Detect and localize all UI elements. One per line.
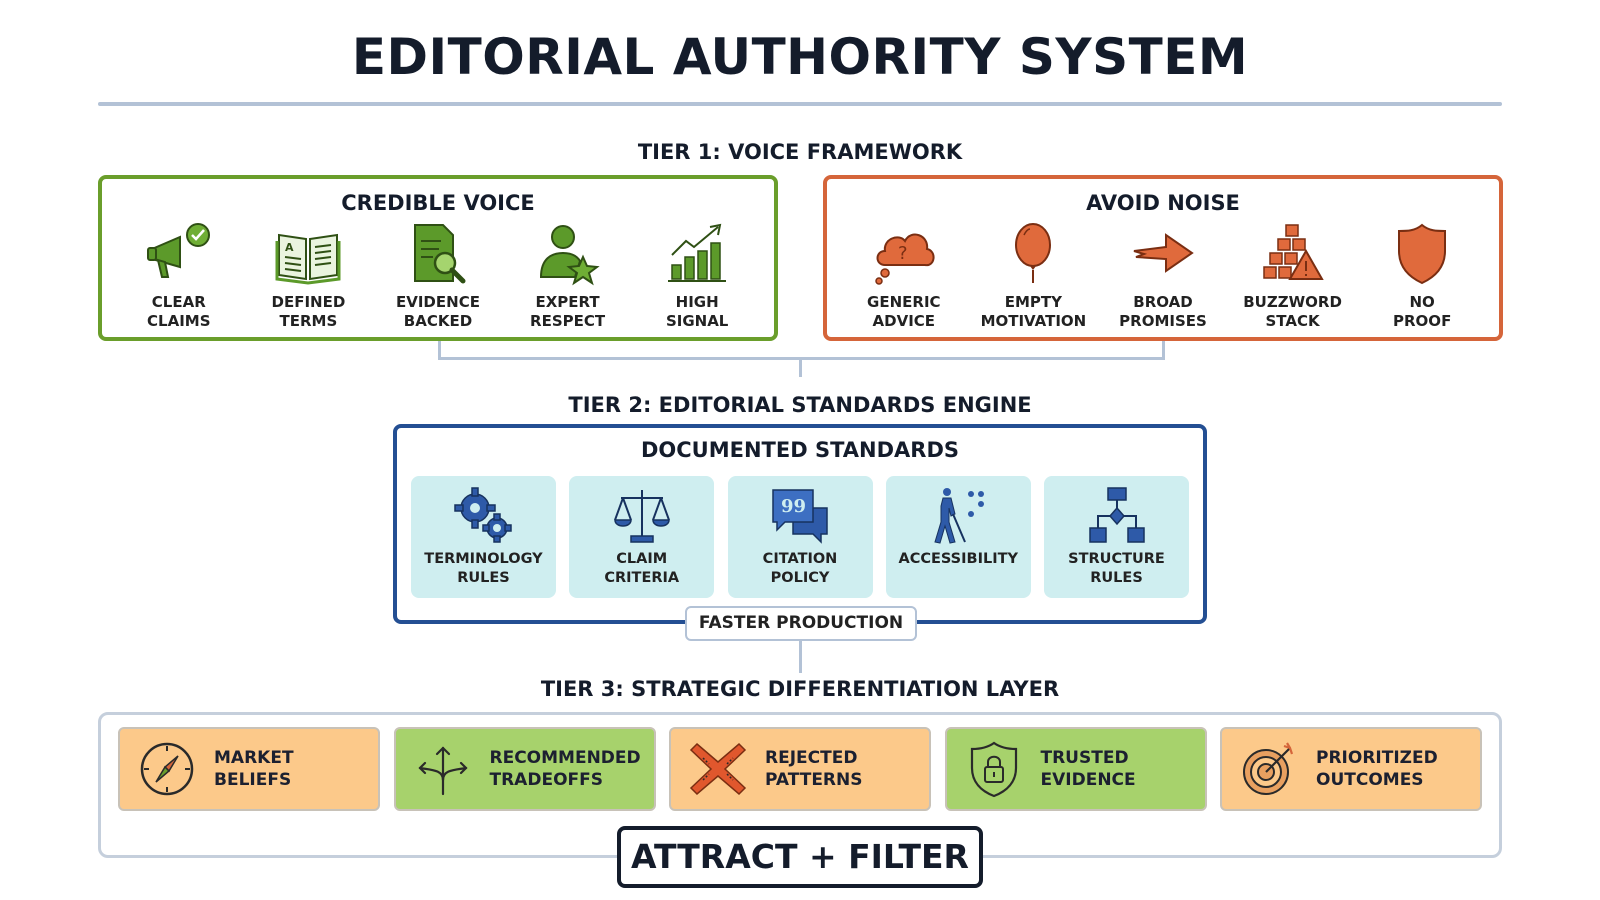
- documented-standards-panel: DOCUMENTED STANDARDS TERMINOLOGY RULES: [393, 424, 1207, 624]
- bracket-right: [1162, 341, 1165, 359]
- diff-label: RECOMMENDED TRADEOFFS: [489, 748, 641, 790]
- credible-item-expert-respect: EXPERT RESPECT: [505, 221, 630, 331]
- noise-item-empty-motivation: EMPTY MOTIVATION: [971, 221, 1096, 331]
- diff-label: TRUSTED EVIDENCE: [1040, 748, 1136, 790]
- credible-item-clear-claims: CLEAR CLAIMS: [116, 221, 241, 331]
- credible-label: HIGH SIGNAL: [665, 293, 729, 330]
- diff-prioritized-outcomes: PRIORITIZED OUTCOMES: [1220, 727, 1482, 811]
- documented-standards-title: DOCUMENTED STANDARDS: [640, 438, 960, 462]
- standard-label: CITATION POLICY: [762, 551, 838, 586]
- open-book-icon: A: [275, 233, 341, 285]
- credible-item-high-signal: HIGH SIGNAL: [635, 221, 760, 331]
- credible-item-defined-terms: A DEFINED TERMS: [246, 221, 371, 331]
- credible-voice-panel: CREDIBLE VOICE CLEAR CLAIMS A DEFINED TE…: [98, 175, 778, 341]
- document-magnifier-icon: [413, 224, 466, 284]
- split-arrows-icon: [417, 746, 468, 796]
- standard-label: TERMINOLOGY RULES: [424, 551, 543, 586]
- shield-icon: [1398, 223, 1447, 285]
- standard-accessibility: ACCESSIBILITY: [885, 476, 1031, 598]
- balloon-icon: [1015, 223, 1052, 283]
- avoid-noise-title: AVOID NOISE: [1086, 191, 1240, 215]
- credible-item-evidence-backed: EVIDENCE BACKED: [375, 221, 500, 331]
- accessibility-cane-icon: [934, 488, 985, 544]
- standard-label: STRUCTURE RULES: [1068, 551, 1165, 586]
- diff-label: MARKET BELIEFS: [214, 748, 294, 790]
- svg-text:99: 99: [781, 496, 806, 517]
- shield-lock-icon: [970, 741, 1017, 798]
- credible-label: EVIDENCE BACKED: [396, 293, 480, 330]
- tier2-label: TIER 2: EDITORIAL STANDARDS ENGINE: [568, 393, 1032, 417]
- target-icon: [1243, 742, 1294, 795]
- tier1-label: TIER 1: VOICE FRAMEWORK: [637, 140, 963, 164]
- noise-item-broad-promises: BROAD PROMISES: [1100, 221, 1225, 331]
- diff-rejected-patterns: REJECTED PATTERNS: [669, 727, 931, 811]
- scales-icon: [613, 490, 670, 543]
- noise-item-no-proof: NO PROOF: [1360, 221, 1485, 331]
- standard-structure-rules: STRUCTURE RULES: [1044, 476, 1189, 598]
- credible-label: EXPERT RESPECT: [530, 293, 606, 330]
- standard-citation-policy: 99 CITATION POLICY: [727, 476, 873, 598]
- noise-label: BUZZWORD STACK: [1243, 293, 1342, 330]
- arrow-icon: [1133, 233, 1194, 273]
- credible-label: DEFINED TERMS: [271, 293, 346, 330]
- credible-voice-title: CREDIBLE VOICE: [341, 191, 535, 215]
- person-star-icon: [539, 225, 600, 286]
- gears-icon: [453, 487, 512, 543]
- svg-text:A: A: [285, 241, 294, 254]
- noise-item-buzzword-stack: BUZZWORD STACK: [1230, 221, 1355, 331]
- bar-chart-up-icon: [668, 223, 727, 282]
- noise-item-generic-advice: ? GENERIC ADVICE: [841, 221, 966, 331]
- quote-bubbles-icon: 99: [772, 489, 828, 544]
- standard-label: ACCESSIBILITY: [898, 551, 1018, 567]
- page-title: EDITORIAL AUTHORITY SYSTEM: [351, 28, 1249, 86]
- credible-label: CLEAR CLAIMS: [147, 293, 211, 330]
- megaphone-check-icon: [146, 223, 210, 278]
- noise-label: BROAD PROMISES: [1119, 293, 1207, 330]
- noise-label: GENERIC ADVICE: [867, 293, 941, 330]
- diff-recommended-tradeoffs: RECOMMENDED TRADEOFFS: [393, 727, 656, 811]
- tier2-tier3-connector: [799, 641, 802, 673]
- standard-claim-criteria: CLAIM CRITERIA: [569, 476, 715, 598]
- noise-label: NO PROOF: [1393, 293, 1452, 330]
- blocks-warning-icon: [1262, 224, 1324, 280]
- title-divider: [98, 102, 1502, 106]
- noise-label: EMPTY MOTIVATION: [980, 293, 1087, 330]
- compass-icon: [140, 742, 194, 796]
- flowchart-icon: [1088, 487, 1145, 543]
- diff-label: REJECTED PATTERNS: [765, 748, 863, 790]
- x-mark-icon: [689, 742, 747, 796]
- avoid-noise-panel: AVOID NOISE ? GENERIC ADVICE EMPTY MOTIV…: [823, 175, 1503, 341]
- diff-trusted-evidence: TRUSTED EVIDENCE: [944, 727, 1207, 811]
- standard-terminology-rules: TERMINOLOGY RULES: [411, 476, 556, 598]
- tier3-label: TIER 3: STRATEGIC DIFFERENTIATION LAYER: [540, 677, 1060, 701]
- bracket-left: [438, 341, 441, 359]
- bracket-stem: [799, 357, 802, 377]
- standard-label: CLAIM CRITERIA: [604, 551, 680, 586]
- faster-production-badge: FASTER PRODUCTION: [685, 606, 917, 641]
- question-cloud-icon: ?: [875, 233, 935, 285]
- attract-filter-badge: ATTRACT + FILTER: [617, 826, 983, 888]
- diff-label: PRIORITIZED OUTCOMES: [1316, 748, 1438, 790]
- diff-market-beliefs: MARKET BELIEFS: [118, 727, 380, 811]
- svg-text:?: ?: [898, 243, 908, 264]
